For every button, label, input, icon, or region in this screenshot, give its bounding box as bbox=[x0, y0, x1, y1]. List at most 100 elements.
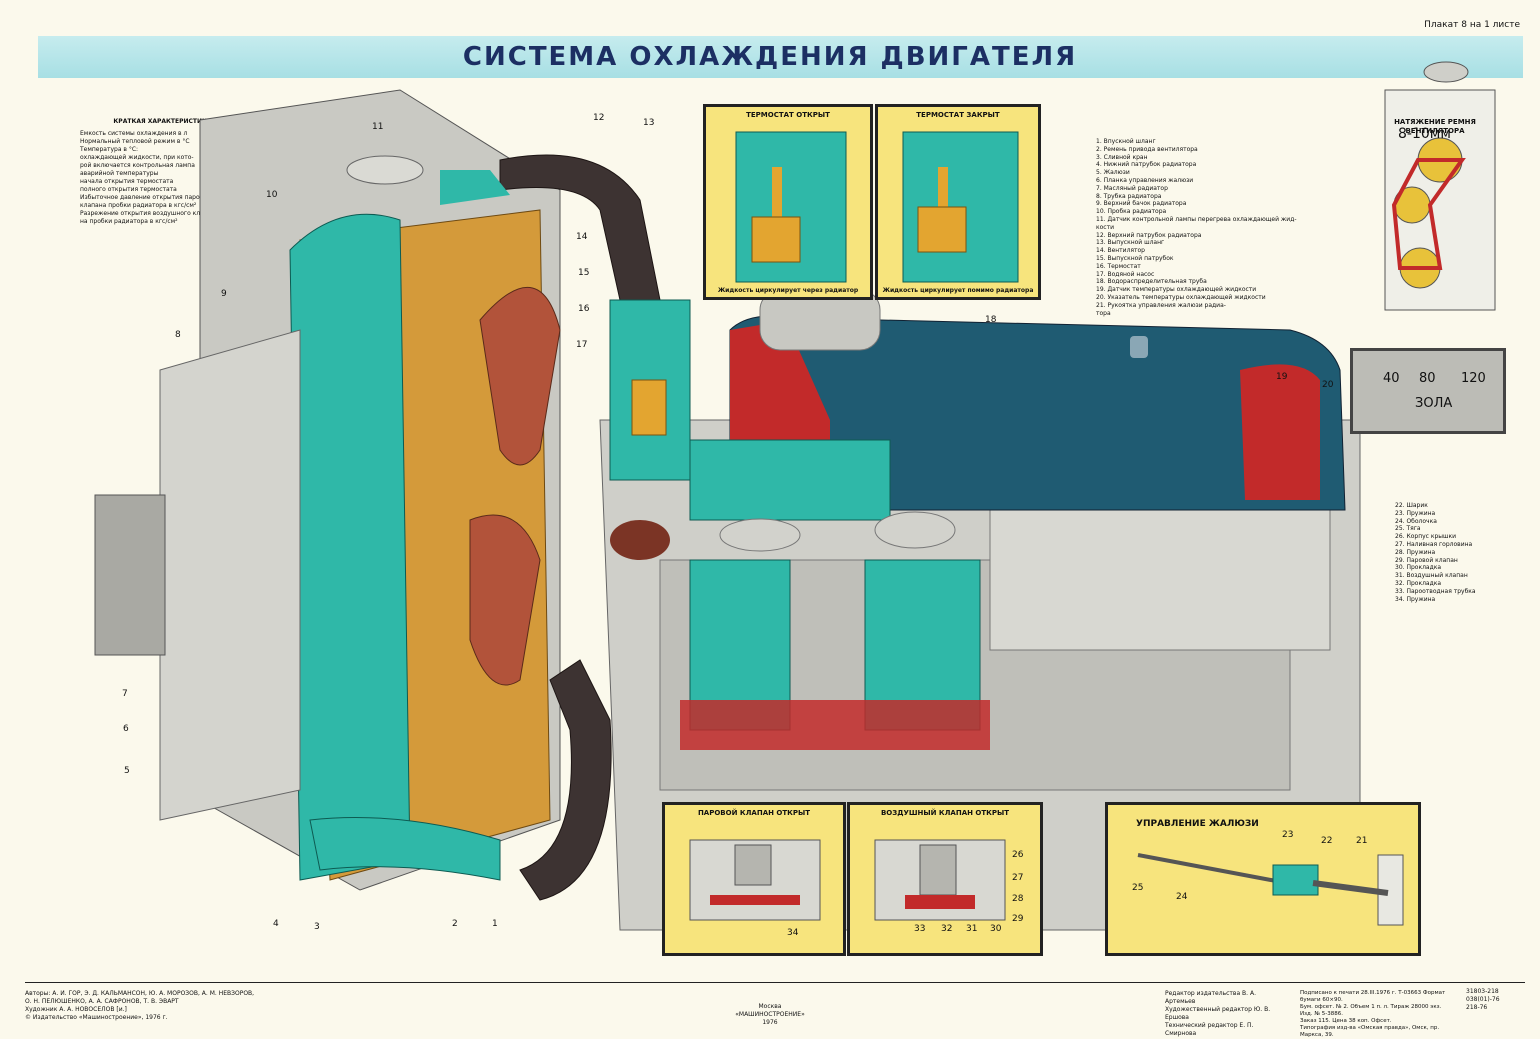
fan-blade-top bbox=[479, 287, 561, 466]
legend-item: 25. Тяга bbox=[1395, 525, 1421, 533]
spec-label: Нормальный тепловой режим в °С bbox=[80, 138, 190, 145]
callout-1: 1 bbox=[492, 919, 498, 929]
callout-29: 29 bbox=[1012, 914, 1024, 924]
legend-item: 11. Датчик контрольной лампы перегрева о… bbox=[1096, 215, 1297, 223]
title-band bbox=[38, 36, 1523, 78]
footer-publisher: Москва «МАШИНОСТРОЕНИЕ» 1976 bbox=[700, 1003, 840, 1027]
radiator-cap bbox=[346, 155, 424, 185]
footer-copyright: © Издательство «Машиностроение», 1976 г. bbox=[25, 1014, 168, 1021]
footer-code-line: 218-76 bbox=[1466, 1004, 1488, 1011]
callout-21: 21 bbox=[1356, 836, 1368, 846]
spec-label: полного открытия термостата bbox=[80, 186, 177, 193]
footer-rule bbox=[25, 982, 1525, 983]
legend-item: 27. Наливная горловина bbox=[1395, 540, 1473, 548]
legend-item: 19. Датчик температуры охлаждающей жидко… bbox=[1096, 286, 1257, 294]
oil-radiator bbox=[94, 494, 166, 656]
legend-item: 24. Оболочка bbox=[1395, 517, 1437, 525]
footer-editors: Редактор издательства В. А. Артемьев Худ… bbox=[1165, 990, 1285, 1038]
shutters bbox=[159, 329, 301, 821]
footer-editor: Технический редактор Е. П. Смирнова bbox=[1165, 1022, 1254, 1037]
legend-item: 13. Выпускной шланг bbox=[1096, 239, 1165, 247]
spec-label: Температура в °С: bbox=[80, 146, 139, 153]
legend-item: 21. Рукоятка управления жалюзи радиа- bbox=[1096, 301, 1226, 309]
callout-9: 9 bbox=[221, 289, 227, 299]
fan-belt bbox=[1391, 158, 1466, 270]
belt-diagram-cap bbox=[1423, 61, 1469, 83]
callout-20: 20 bbox=[1322, 380, 1334, 390]
legend-item: 33. Пароотводная трубка bbox=[1395, 587, 1476, 595]
callout-2: 2 bbox=[452, 919, 458, 929]
spec-row: Избыточное давление открытия парового bbox=[80, 194, 245, 202]
spec-label: Избыточное давление открытия парового bbox=[80, 194, 214, 201]
legend-item: 6. Планка управления жалюзи bbox=[1096, 176, 1194, 184]
panel-shutter-control-title: УПРАВЛЕНИЕ ЖАЛЮЗИ bbox=[1136, 819, 1259, 829]
piston-1 bbox=[719, 518, 801, 552]
legend-item: кости bbox=[1096, 223, 1114, 231]
callout-4: 4 bbox=[273, 919, 279, 929]
poster-title: СИСТЕМА ОХЛАЖДЕНИЯ ДВИГАТЕЛЯ bbox=[462, 42, 1078, 72]
spec-label: аварийной температуры bbox=[80, 170, 159, 177]
callout-25: 25 bbox=[1132, 883, 1144, 893]
gauge-label: ЗОЛА bbox=[1415, 396, 1453, 411]
callout-32: 32 bbox=[941, 924, 953, 934]
panel-steam-valve: ПАРОВОЙ КЛАПАН ОТКРЫТ bbox=[662, 802, 846, 956]
callout-17: 17 bbox=[576, 340, 588, 350]
footer-code-line: 038(01)-76 bbox=[1466, 996, 1500, 1003]
belt-measure: 8-10мм bbox=[1398, 126, 1451, 142]
panel-thermostat-closed: ТЕРМОСТАТ ЗАКРЫТ Жидкость циркулирует по… bbox=[875, 104, 1041, 300]
spec-label: Емкость системы охлаждения в л bbox=[80, 130, 188, 137]
spec-label: Разрежение открытия воздушного клапа- bbox=[80, 210, 214, 217]
panel-steam-valve-title: ПАРОВОЙ КЛАПАН ОТКРЫТ bbox=[697, 809, 811, 817]
radiator-tubes bbox=[289, 213, 411, 881]
panel-thermostat-closed-title: ТЕРМОСТАТ ЗАКРЫТ bbox=[916, 111, 1000, 119]
legend-item: 10. Пробка радиатора bbox=[1096, 208, 1167, 216]
shutter-control-drawing bbox=[1137, 853, 1404, 926]
footer-editor: Художественный редактор Ю. В. Ершова bbox=[1165, 1006, 1271, 1021]
steam-valve-drawing bbox=[689, 839, 821, 921]
air-valve-drawing bbox=[874, 839, 1006, 921]
panel-air-valve-title: ВОЗДУШНЫЙ КЛАПАН ОТКРЫТ bbox=[880, 809, 1010, 817]
legend-item: 28. Пружина bbox=[1395, 548, 1436, 556]
callout-34: 34 bbox=[787, 928, 799, 938]
footer-year: 1976 bbox=[762, 1019, 778, 1026]
footer-editor: Редактор издательства В. А. Артемьев bbox=[1165, 990, 1256, 1005]
plate-number: Плакат 8 на 1 листе bbox=[1424, 20, 1520, 30]
block-cutaway-red bbox=[680, 700, 990, 750]
callout-33: 33 bbox=[914, 924, 926, 934]
callout-11: 11 bbox=[372, 122, 384, 132]
legend-item: 5. Жалюзи bbox=[1096, 169, 1130, 177]
legend-item: 3. Сливной кран bbox=[1096, 153, 1148, 161]
legend-item: 9. Верхний бачок радиатора bbox=[1096, 200, 1187, 208]
cover-cutaway-right bbox=[1240, 364, 1320, 500]
footer-authors: Авторы: А. И. ГОР, Э. Д. КАЛЬМАНСОН, Ю. … bbox=[25, 990, 405, 1022]
callout-28: 28 bbox=[1012, 894, 1024, 904]
legend-item: тора bbox=[1096, 309, 1111, 317]
gauge-80: 80 bbox=[1419, 371, 1436, 386]
valve-cover-cutaway bbox=[730, 325, 830, 470]
footer-authors-line: Авторы: А. И. ГОР, Э. Д. КАЛЬМАНСОН, Ю. … bbox=[25, 990, 255, 997]
legend-item: 8. Трубка радиатора bbox=[1096, 192, 1162, 200]
legend-item: 12. Верхний патрубок радиатора bbox=[1096, 231, 1202, 239]
callout-8: 8 bbox=[175, 330, 181, 340]
footer-print-line: Заказ 115. Цена 38 коп. Офсет. bbox=[1300, 1018, 1392, 1024]
legend-item: 26. Корпус крышки bbox=[1395, 533, 1457, 541]
belt-tension-title: НАТЯЖЕНИЕ РЕМНЯ ВЕНТИЛЯТОРА bbox=[1394, 118, 1476, 135]
panel-thermostat-open-title: ТЕРМОСТАТ ОТКРЫТ bbox=[746, 111, 830, 119]
callout-6: 6 bbox=[123, 724, 129, 734]
callout-27: 27 bbox=[1012, 873, 1024, 883]
legend-item: 14. Вентилятор bbox=[1096, 247, 1145, 255]
callout-13: 13 bbox=[643, 118, 655, 128]
legend-item: 31. Воздушный клапан bbox=[1395, 572, 1468, 580]
spec-row: Температура в °С: bbox=[80, 146, 245, 154]
callout-12: 12 bbox=[593, 113, 605, 123]
legend-item: 15. Выпускной патрубок bbox=[1096, 254, 1174, 262]
footer-artist: Художник А. А. НОВОСЕЛОВ [и.] bbox=[25, 1006, 127, 1013]
panel-thermostat-open-caption: Жидкость циркулирует через радиатор bbox=[717, 287, 859, 294]
temperature-gauge: 40 80 120 ЗОЛА bbox=[1350, 348, 1506, 434]
legend-item: 30. Прокладка bbox=[1395, 564, 1442, 572]
callout-3: 3 bbox=[314, 922, 320, 932]
gauge-120: 120 bbox=[1461, 371, 1486, 386]
oil-filler bbox=[1130, 336, 1148, 358]
